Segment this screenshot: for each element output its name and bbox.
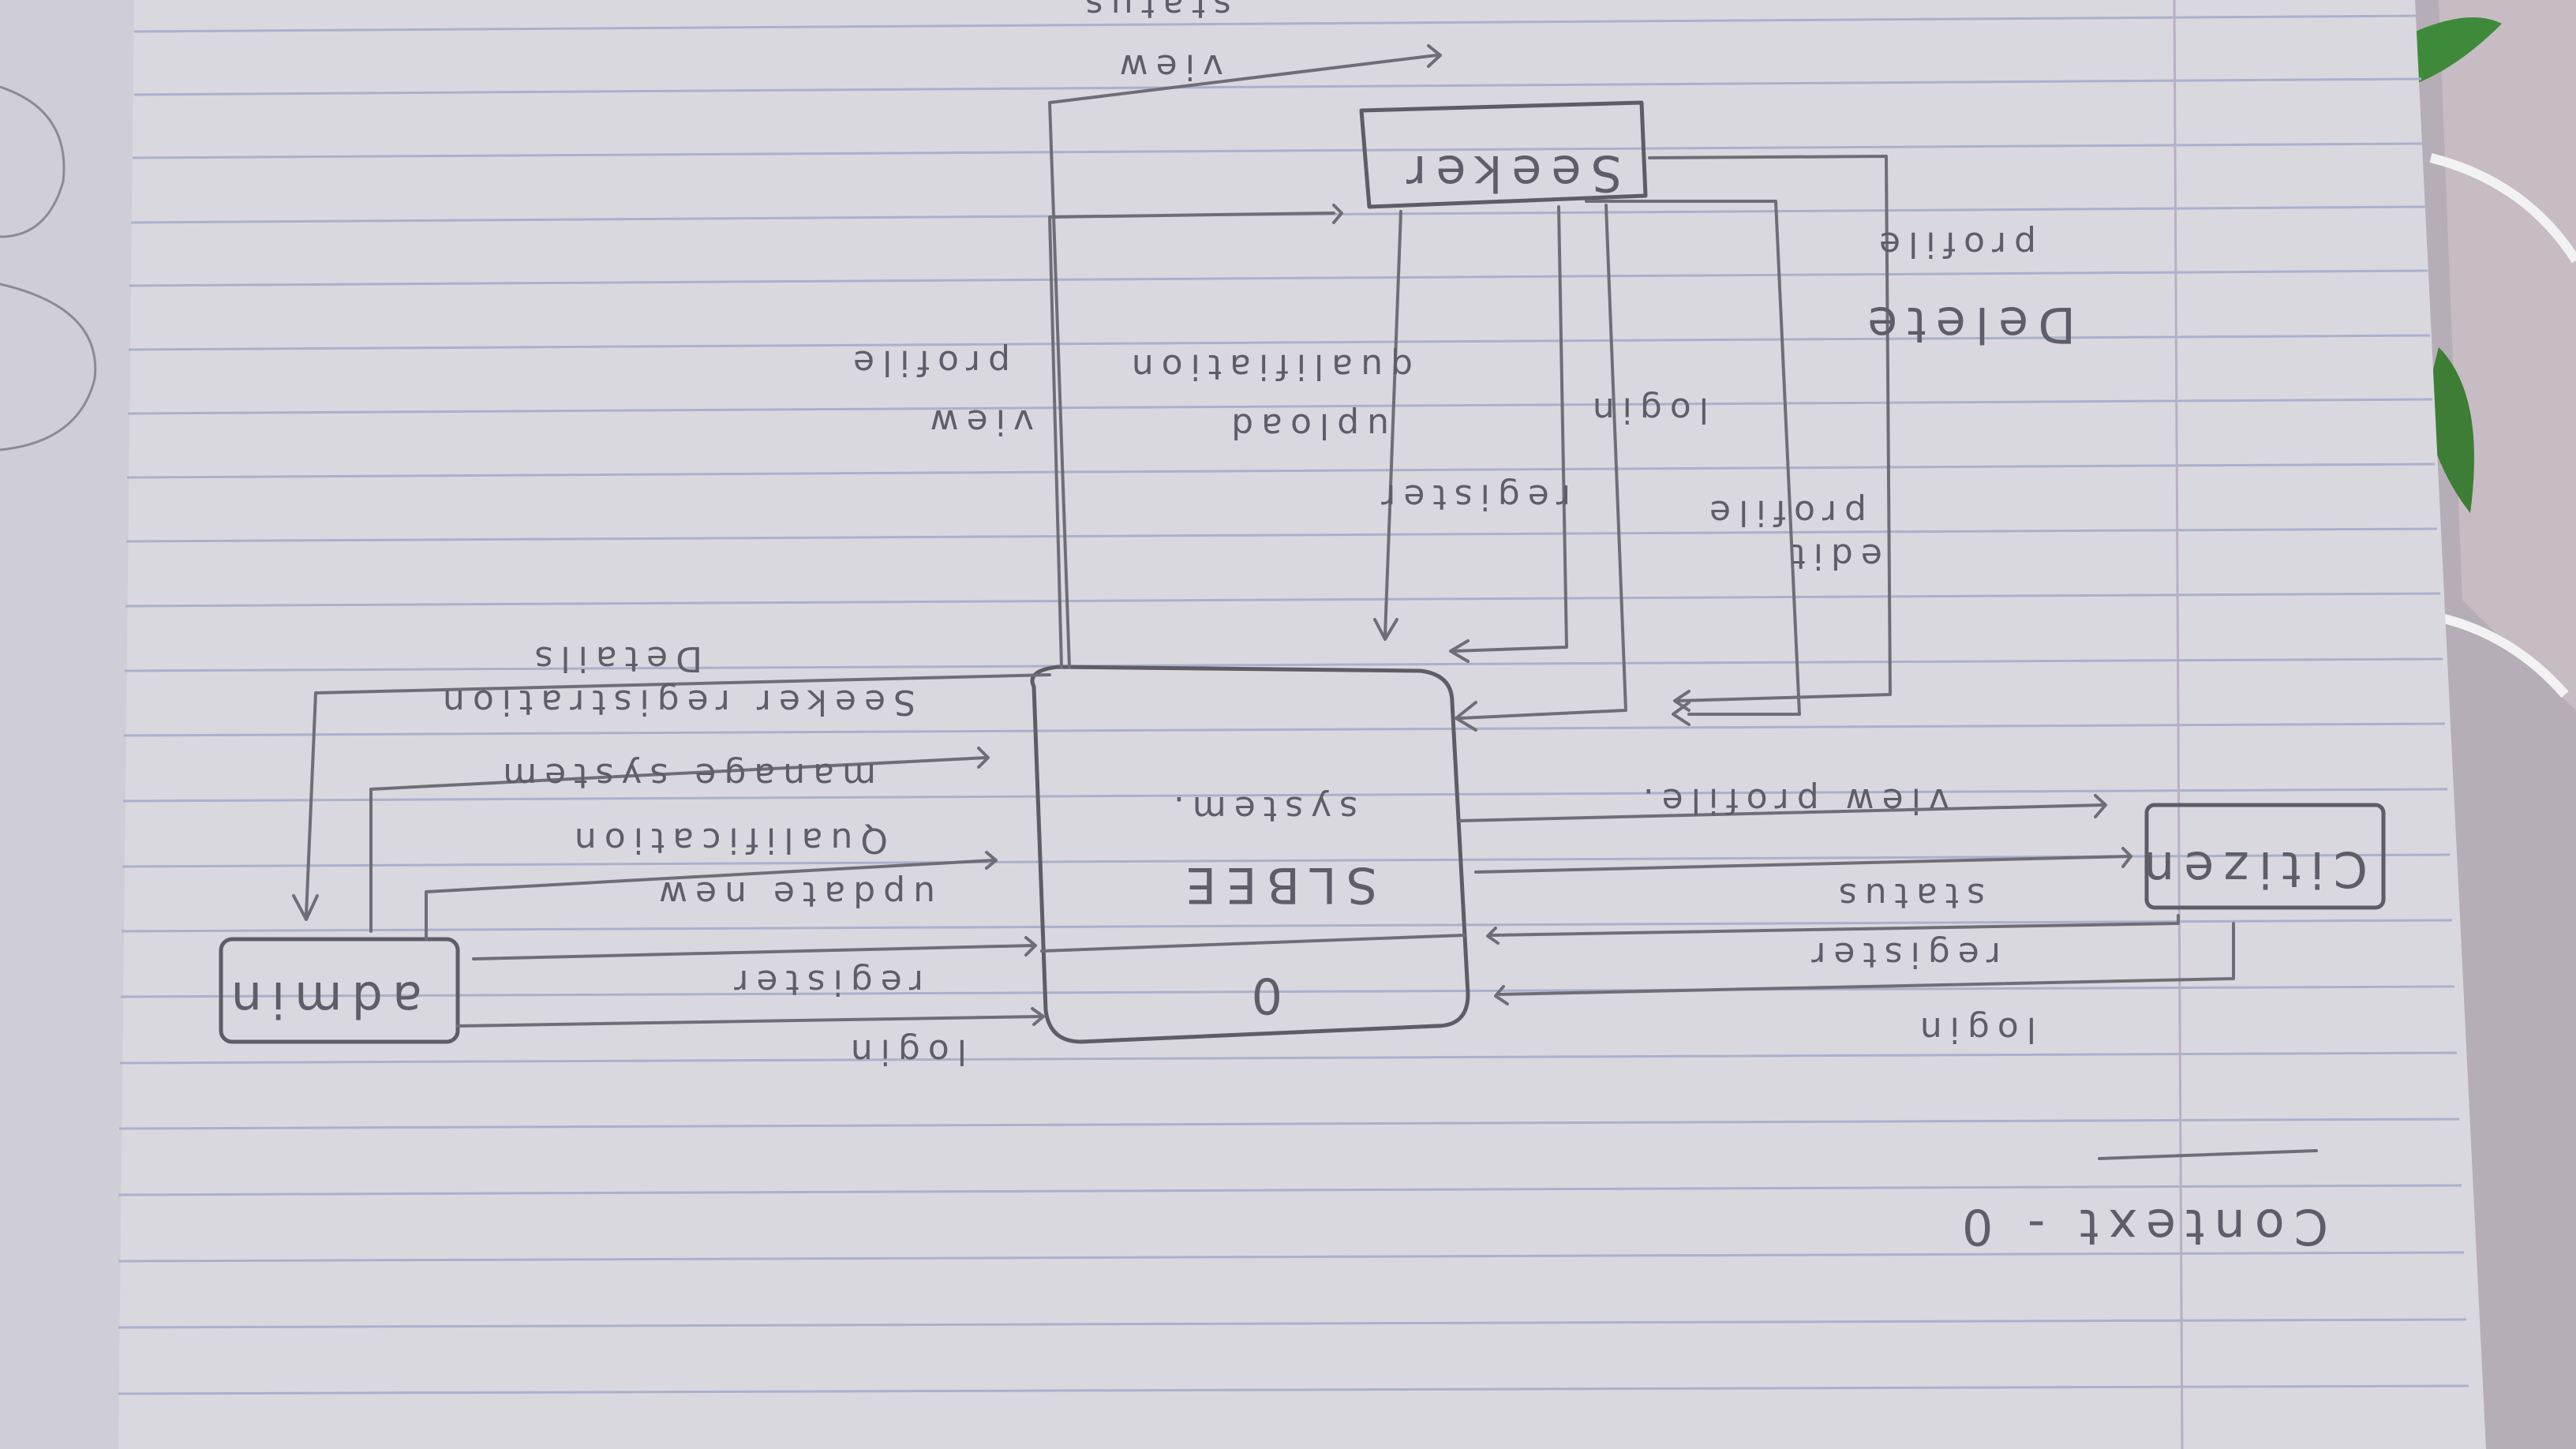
white-cable xyxy=(2429,153,2576,264)
seeker-register-label: register xyxy=(1373,477,1571,517)
admin-update-label: update new xyxy=(651,874,935,914)
admin-manage-label: manage system xyxy=(495,755,876,796)
seeker-view-arrow xyxy=(1048,54,1438,668)
seeker-delete-profile-label: profile xyxy=(1871,224,2036,264)
leaf-decoration-icon xyxy=(2423,347,2474,513)
admin-register-arrow xyxy=(472,944,1035,960)
citizen-entity-box xyxy=(2144,803,2386,910)
admin-login-arrow xyxy=(456,1015,1043,1028)
admin-seeker-registration-label: Seeker registration xyxy=(435,682,915,722)
citizen-login-arrow xyxy=(1498,922,2235,996)
process-number: 0 xyxy=(1242,967,1282,1024)
admin-qualification-label: Qualification xyxy=(567,820,888,860)
binder-hole xyxy=(0,283,97,451)
admin-update-arrow xyxy=(425,859,996,941)
notebook-page xyxy=(0,0,2486,1449)
admin-details-label: Details xyxy=(526,638,702,679)
citizen-register-arrow xyxy=(1490,914,2180,937)
binder-hole xyxy=(0,85,66,238)
seeker-login-label: login xyxy=(1585,390,1709,430)
seeker-edit-label: edit xyxy=(1784,536,1882,576)
citizen-view-profile-label: view profile. xyxy=(1635,781,1949,821)
fabric-fold xyxy=(2439,0,2576,710)
admin-entity-box xyxy=(219,937,460,1044)
admin-label: admin xyxy=(222,971,422,1028)
seeker-profile-label: profile xyxy=(845,343,1010,383)
margin-line xyxy=(2173,0,2184,1449)
citizen-login-label: login xyxy=(1912,1009,2036,1050)
slbee-process-box xyxy=(1030,665,1470,1044)
seeker-edit-profile-label: profile xyxy=(1702,492,1866,533)
process-name-line2: system. xyxy=(1166,788,1357,829)
admin-manage-arrow xyxy=(369,756,988,933)
seeker-view-profile-arrow xyxy=(1048,212,1335,668)
admin-register-label: register xyxy=(726,962,923,1002)
seeker-upload-arrow xyxy=(1383,210,1402,637)
citizen-status-arrow xyxy=(1474,855,2132,874)
seeker-upload-label: upload xyxy=(1223,406,1389,446)
admin-seeker-details-arrow xyxy=(305,673,1051,917)
citizen-status-label: status xyxy=(1831,875,1985,915)
seeker-delete-label: Delete xyxy=(1858,296,2076,354)
leaf-decoration-icon xyxy=(2407,17,2502,87)
seeker-view-profile-label: view xyxy=(923,402,1034,442)
ruled-lines xyxy=(118,14,2469,1395)
process-name-line1: SLBEE xyxy=(1176,856,1377,914)
white-cable xyxy=(2429,611,2569,698)
seeker-register-arrow xyxy=(1451,205,1568,653)
top-status-label: status xyxy=(1077,0,1231,25)
seeker-label: Seeker xyxy=(1397,144,1622,202)
seeker-login-arrow xyxy=(1458,204,1627,720)
citizen-label: Citizen xyxy=(2134,841,2368,898)
process-divider xyxy=(1040,934,1466,953)
seeker-qualifiation-label: qualifiation xyxy=(1124,346,1413,387)
heading-underline xyxy=(2098,1149,2318,1160)
citizen-register-label: register xyxy=(1803,934,2001,975)
admin-login-label: login xyxy=(843,1032,967,1072)
seeker-view-label: view xyxy=(1112,47,1223,87)
seeker-entity-box xyxy=(1359,100,1648,209)
context-heading: Context - 0 xyxy=(1953,1198,2328,1256)
citizen-view-profile-arrow xyxy=(1458,803,2105,822)
seeker-edit-profile-arrow xyxy=(1585,200,1801,716)
seeker-delete-profile-arrow xyxy=(1648,155,1892,702)
upside-down-labels: Context - 0 Citizen admin Seeker 0 SLBEE… xyxy=(222,0,2368,1256)
